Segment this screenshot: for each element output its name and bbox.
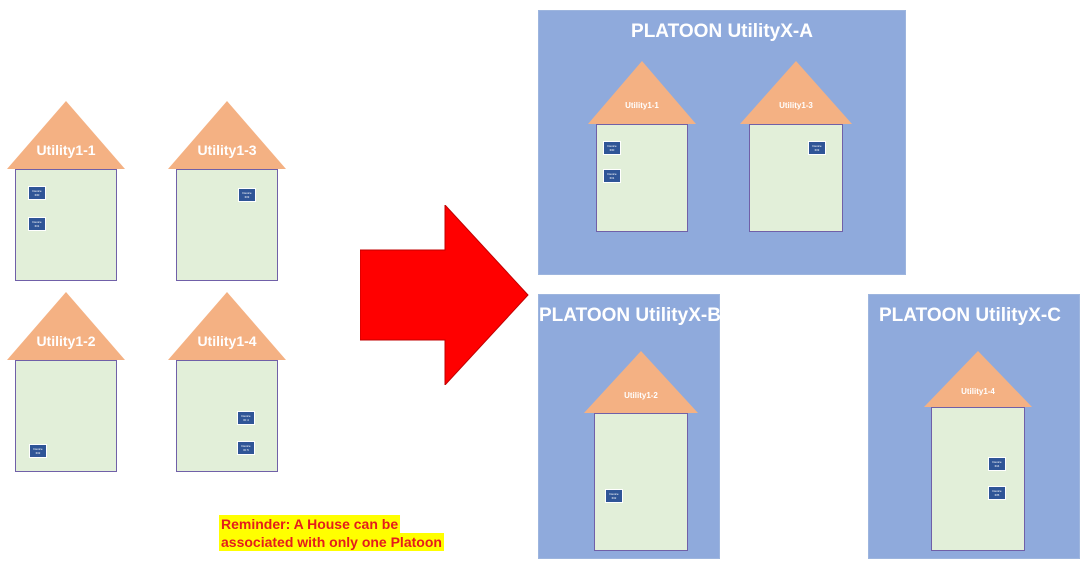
roof-shape xyxy=(7,101,125,169)
house-label: Utility1-3 xyxy=(779,101,813,110)
house-label: Utility1-2 xyxy=(36,333,96,349)
roof-shape xyxy=(168,101,286,169)
house-label: Utility1-4 xyxy=(197,333,257,349)
roof-shape xyxy=(740,61,852,124)
arrow-right-icon xyxy=(360,205,529,385)
house-label: Utility1-4 xyxy=(961,387,995,396)
house-label: Utility1-2 xyxy=(624,391,658,400)
platoon-title: PLATOON UtilityX-A xyxy=(631,21,813,42)
roof-shape xyxy=(168,292,286,360)
roof-shape xyxy=(588,61,696,124)
roof-shape xyxy=(924,351,1032,407)
house-label: Utility1-3 xyxy=(197,142,257,158)
roof-shape xyxy=(584,351,698,413)
roof-shape xyxy=(7,292,125,360)
house-label: Utility1-1 xyxy=(36,142,96,158)
reminder-line-1: Reminder: A House can be xyxy=(219,515,401,533)
house-label: Utility1-1 xyxy=(625,101,659,110)
reminder-note: Reminder: A House can be associated with… xyxy=(219,515,499,551)
platoon-title: PLATOON UtilityX-C xyxy=(879,305,1061,326)
platoon-title: PLATOON UtilityX-B xyxy=(539,305,721,326)
reminder-line-2: associated with only one Platoon xyxy=(219,533,444,551)
